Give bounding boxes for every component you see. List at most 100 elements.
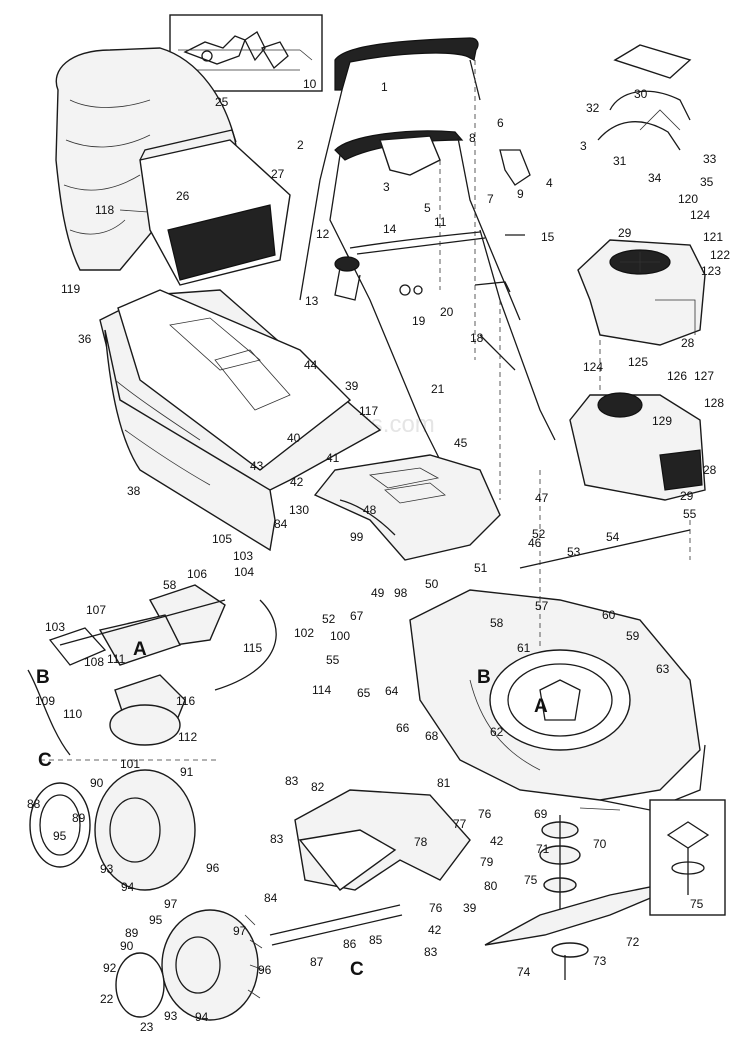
- callout-12: 12: [316, 227, 330, 241]
- callout-26: 26: [176, 189, 190, 203]
- callout-103: 103: [233, 549, 253, 563]
- callout-96: 96: [206, 861, 220, 875]
- callout-85: 85: [369, 933, 383, 947]
- callout-33: 33: [703, 152, 717, 166]
- callout-6: 6: [497, 116, 504, 130]
- marker-c-left: C: [38, 750, 52, 771]
- marker-a-left: A: [133, 639, 147, 660]
- callout-83: 83: [285, 774, 299, 788]
- callout-30: 30: [634, 87, 648, 101]
- marker-b-deck: B: [477, 667, 491, 688]
- callout-60: 60: [602, 608, 616, 622]
- axle-rod: [59, 529, 691, 646]
- callout-76: 76: [478, 807, 492, 821]
- callout-23: 23: [140, 1020, 154, 1034]
- callout-127: 127: [694, 369, 714, 383]
- engine-upper: [577, 239, 706, 346]
- handle-knob: [334, 256, 361, 301]
- callout-28: 28: [681, 336, 695, 350]
- callout-52: 52: [532, 527, 546, 541]
- callout-29: 29: [680, 489, 694, 503]
- callout-121: 121: [703, 230, 723, 244]
- callout-118: 118: [95, 203, 114, 217]
- callout-124: 124: [583, 360, 603, 374]
- callout-62: 62: [490, 725, 504, 739]
- callout-28: 28: [703, 463, 717, 477]
- callout-103: 103: [45, 620, 65, 634]
- callout-52: 52: [322, 612, 336, 626]
- engine-lower: [569, 392, 706, 501]
- callout-116: 116: [176, 694, 195, 708]
- callout-14: 14: [383, 222, 397, 236]
- callout-84: 84: [274, 517, 288, 531]
- callout-61: 61: [517, 641, 531, 655]
- callout-18: 18: [470, 331, 484, 345]
- callout-123: 123: [701, 264, 721, 278]
- callout-80: 80: [484, 879, 498, 893]
- callout-55: 55: [326, 653, 340, 667]
- callout-70: 70: [593, 837, 607, 851]
- callout-67: 67: [350, 609, 364, 623]
- callout-47: 47: [535, 491, 549, 505]
- callout-72: 72: [626, 935, 640, 949]
- callout-125: 125: [628, 355, 648, 369]
- callout-20: 20: [440, 305, 454, 319]
- callout-107: 107: [86, 603, 106, 617]
- callout-68: 68: [425, 729, 439, 743]
- callout-63: 63: [656, 662, 670, 676]
- callout-42: 42: [290, 475, 304, 489]
- dashed-guides: [40, 60, 691, 761]
- callout-129: 129: [652, 414, 672, 428]
- callout-3: 3: [383, 180, 390, 194]
- callout-97: 97: [164, 897, 178, 911]
- callout-35: 35: [700, 175, 714, 189]
- callout-86: 86: [343, 937, 357, 951]
- callout-50: 50: [425, 577, 439, 591]
- callout-labels: 1 2 3 3 4 5 6 7 8 9 10 11 12 13 14 15 18…: [27, 77, 730, 1034]
- callout-15: 15: [541, 230, 555, 244]
- callout-10: 10: [303, 77, 317, 91]
- callout-92: 92: [103, 961, 117, 975]
- callout-94: 94: [121, 880, 135, 894]
- callout-22: 22: [100, 992, 114, 1006]
- callout-78: 78: [414, 835, 428, 849]
- callout-58: 58: [163, 578, 177, 592]
- callout-44: 44: [304, 358, 318, 372]
- callout-89: 89: [125, 926, 139, 940]
- callout-106: 106: [187, 567, 207, 581]
- engine-shroud: [597, 44, 692, 151]
- callout-104: 104: [234, 565, 254, 579]
- marker-b-left: B: [36, 667, 50, 688]
- catcher-bag-rear: [104, 329, 276, 552]
- callout-101: 101: [120, 757, 140, 771]
- callout-126: 126: [667, 369, 687, 383]
- callout-34: 34: [648, 171, 662, 185]
- inset-box-adapter: [649, 799, 726, 916]
- callout-102: 102: [294, 626, 314, 640]
- marker-c-bottom: C: [350, 959, 364, 980]
- callout-83: 83: [424, 945, 438, 959]
- callout-97: 97: [233, 924, 247, 938]
- callout-90: 90: [90, 776, 104, 790]
- callout-98: 98: [394, 586, 408, 600]
- callout-3: 3: [580, 139, 587, 153]
- callout-91: 91: [180, 765, 194, 779]
- callout-64: 64: [385, 684, 399, 698]
- callout-88: 88: [27, 797, 41, 811]
- callout-38: 38: [127, 484, 141, 498]
- callout-119: 119: [61, 282, 80, 296]
- callout-130: 130: [289, 503, 309, 517]
- callout-83: 83: [270, 832, 284, 846]
- callout-46: 46: [528, 536, 542, 550]
- callout-65: 65: [357, 686, 371, 700]
- rear-wheel-lower: [115, 909, 265, 1021]
- callout-57: 57: [535, 599, 549, 613]
- rear-wheel-upper: [29, 769, 196, 891]
- callout-75: 75: [524, 873, 538, 887]
- callout-112: 112: [178, 730, 197, 744]
- callout-39: 39: [345, 379, 359, 393]
- callout-108: 108: [84, 655, 104, 669]
- drive-assembly: [27, 584, 277, 756]
- callout-90: 90: [120, 939, 134, 953]
- callout-124: 124: [690, 208, 710, 222]
